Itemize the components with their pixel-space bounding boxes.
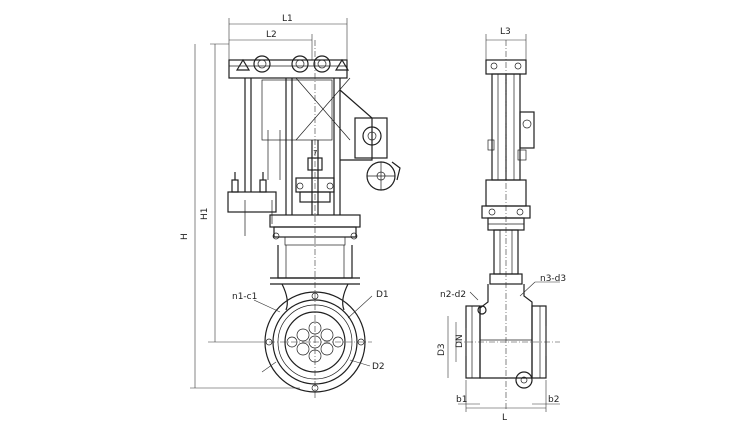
label-n1c1: n1-c1 — [232, 292, 257, 302]
label-d3: D3 — [437, 343, 447, 356]
motor-bracket — [339, 89, 373, 161]
label-l1: L1 — [282, 14, 293, 24]
sprocket-mid — [291, 55, 309, 73]
side-dimensions — [447, 34, 560, 412]
motor-box — [354, 117, 388, 159]
sprocket-left — [253, 55, 271, 73]
sprocket-right — [313, 55, 331, 73]
label-b2: b2 — [548, 395, 559, 405]
label-l3: L3 — [500, 27, 511, 37]
side-motor — [519, 111, 535, 149]
label-d2: D2 — [372, 362, 385, 372]
front-dimensions — [190, 18, 348, 389]
lower-beam — [227, 191, 277, 213]
front-view: 7 — [227, 40, 401, 400]
label-d1: D1 — [376, 290, 389, 300]
bolt-head-left — [235, 58, 251, 71]
label-dn: DN — [455, 334, 465, 348]
label-b1: b1 — [456, 395, 467, 405]
label-l: L — [502, 413, 507, 423]
bolt-head-right — [334, 58, 350, 71]
side-view — [456, 40, 560, 410]
label-h1: H1 — [200, 208, 210, 221]
label-n3d3: n3-d3 — [540, 274, 566, 284]
motor-wheel — [362, 126, 382, 146]
label-h: H — [180, 233, 190, 240]
label-l2: L2 — [266, 30, 277, 40]
label-n2d2: n2-d2 — [440, 290, 466, 300]
